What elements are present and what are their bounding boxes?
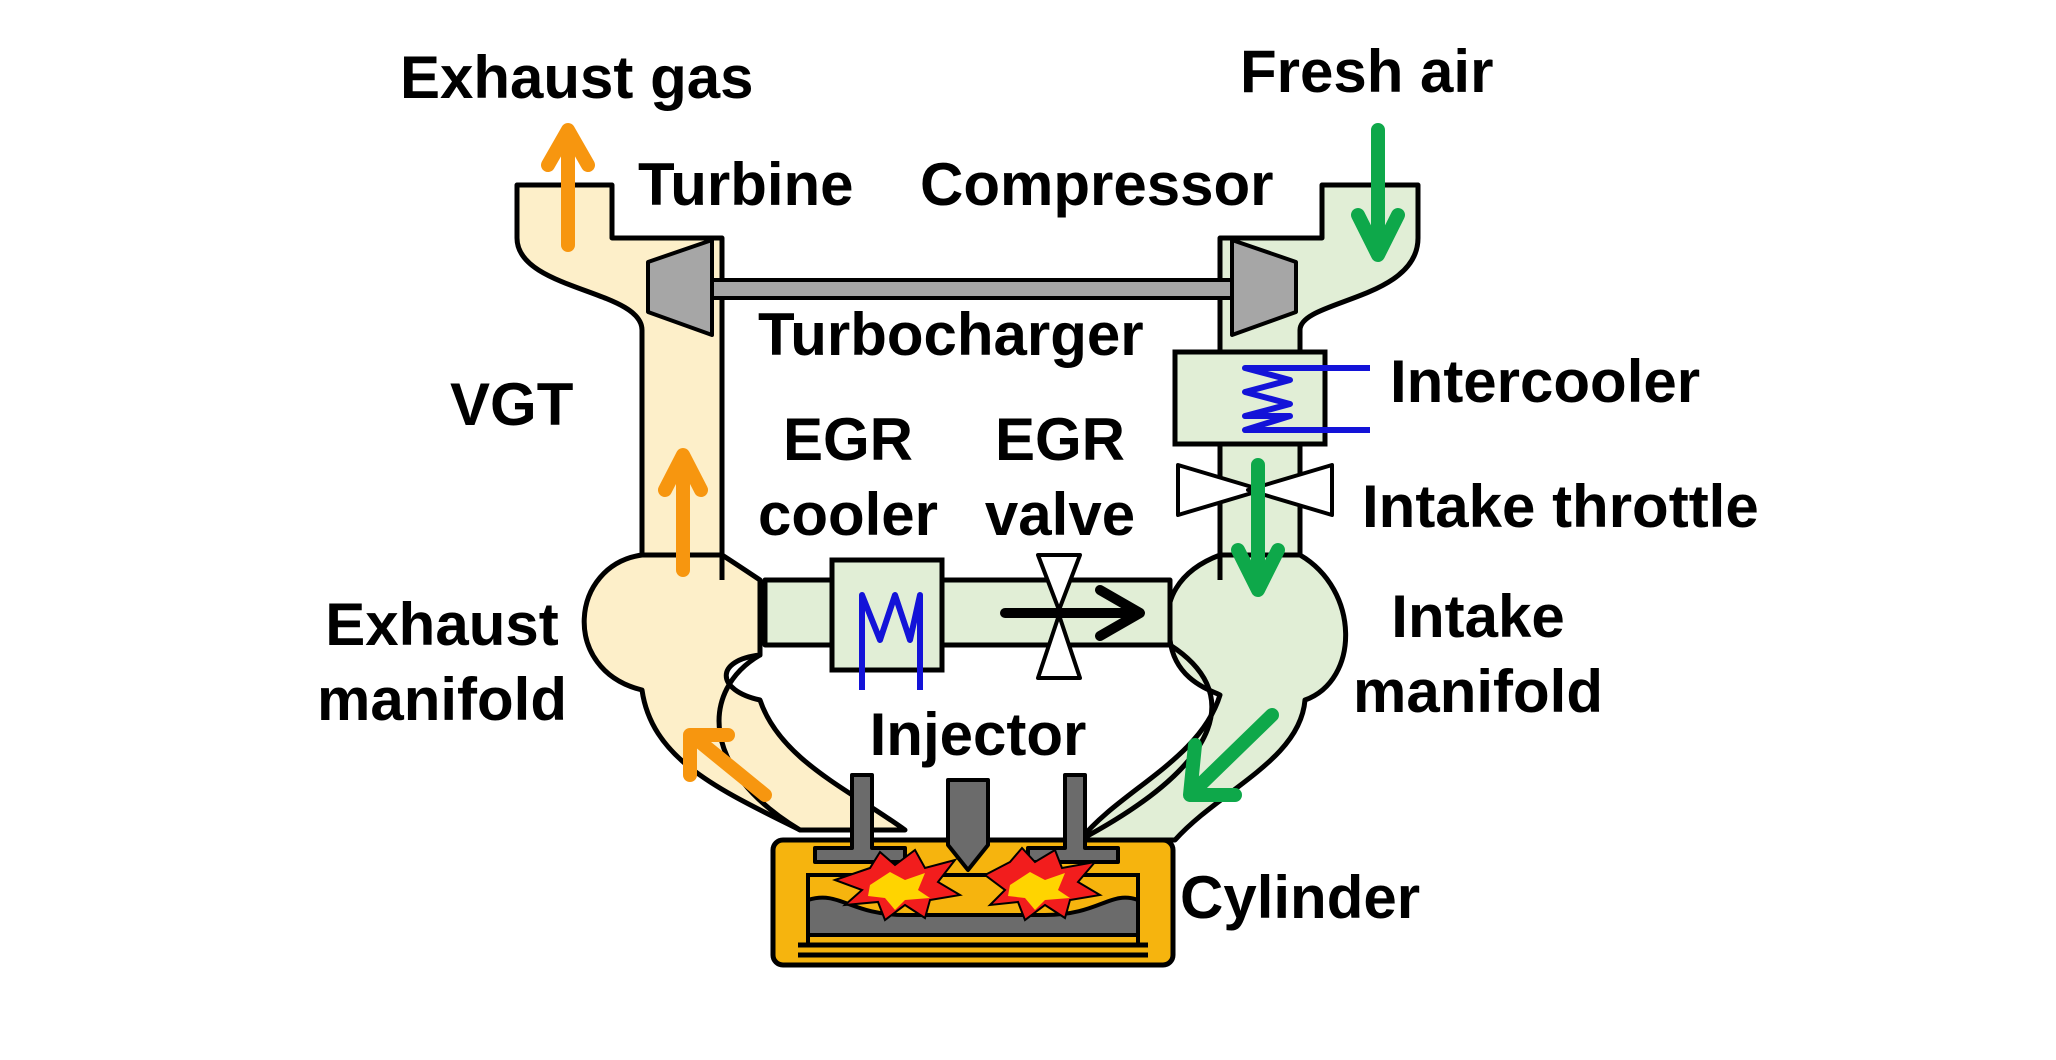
intake-throttle-arrow-icon xyxy=(1231,458,1285,597)
flame-right-core xyxy=(1008,872,1070,910)
intercooler-coil-icon xyxy=(1242,365,1370,433)
flow-arrows xyxy=(541,123,1405,802)
injector-icon xyxy=(946,778,990,872)
label-exhaust-manifold-line2: manifold xyxy=(317,666,567,733)
label-fresh-air: Fresh air xyxy=(1240,38,1493,105)
turbo-shaft xyxy=(710,278,1234,300)
label-intercooler: Intercooler xyxy=(1390,348,1700,415)
labels: Exhaust gas Fresh air Turbine Compressor… xyxy=(317,38,1759,931)
egr-cooler-box xyxy=(829,557,945,673)
label-cylinder: Cylinder xyxy=(1180,864,1420,931)
label-exhaust-manifold-line1: Exhaust xyxy=(325,591,558,658)
egr-flow-arrow-icon xyxy=(1000,585,1145,641)
label-vgt: VGT xyxy=(450,371,573,438)
label-turbine: Turbine xyxy=(638,151,854,218)
intake-throttle-icon xyxy=(1176,463,1334,517)
intercooler xyxy=(1172,349,1370,447)
piston-rings xyxy=(798,942,1148,958)
label-egr-cooler-line1: EGR xyxy=(783,406,913,473)
exhaust-gas-arrow-icon xyxy=(541,123,595,252)
label-injector: Injector xyxy=(870,701,1087,768)
label-intake-manifold-line1: Intake xyxy=(1391,583,1564,650)
egr-cooler-coil-icon xyxy=(859,592,923,690)
piston-icon xyxy=(806,895,1140,937)
fresh-air-arrow-icon xyxy=(1351,123,1405,262)
intake-valve-icon xyxy=(1026,773,1120,864)
egr-path xyxy=(762,553,1173,690)
label-intake-manifold-line2: manifold xyxy=(1353,658,1603,725)
compressor-wheel-icon xyxy=(1230,238,1298,337)
turbine-wheel-icon xyxy=(646,238,714,337)
flame-left-core xyxy=(868,872,930,910)
label-egr-cooler-line2: cooler xyxy=(758,481,938,548)
intake-port-arrow-icon xyxy=(1183,708,1279,802)
exhaust-port-arrow-icon xyxy=(683,728,772,802)
exhaust-manifold-arrow-icon xyxy=(658,448,708,577)
label-compressor: Compressor xyxy=(920,151,1273,218)
turbocharger xyxy=(646,238,1298,337)
label-egr-valve-line1: EGR xyxy=(995,406,1125,473)
label-exhaust-gas: Exhaust gas xyxy=(400,44,753,111)
cylinder-assembly xyxy=(770,773,1176,968)
label-intake-throttle: Intake throttle xyxy=(1362,473,1759,540)
exhaust-pipe-upper xyxy=(514,182,725,558)
label-turbocharger: Turbocharger xyxy=(758,301,1144,368)
label-egr-valve-line2: valve xyxy=(985,481,1135,548)
